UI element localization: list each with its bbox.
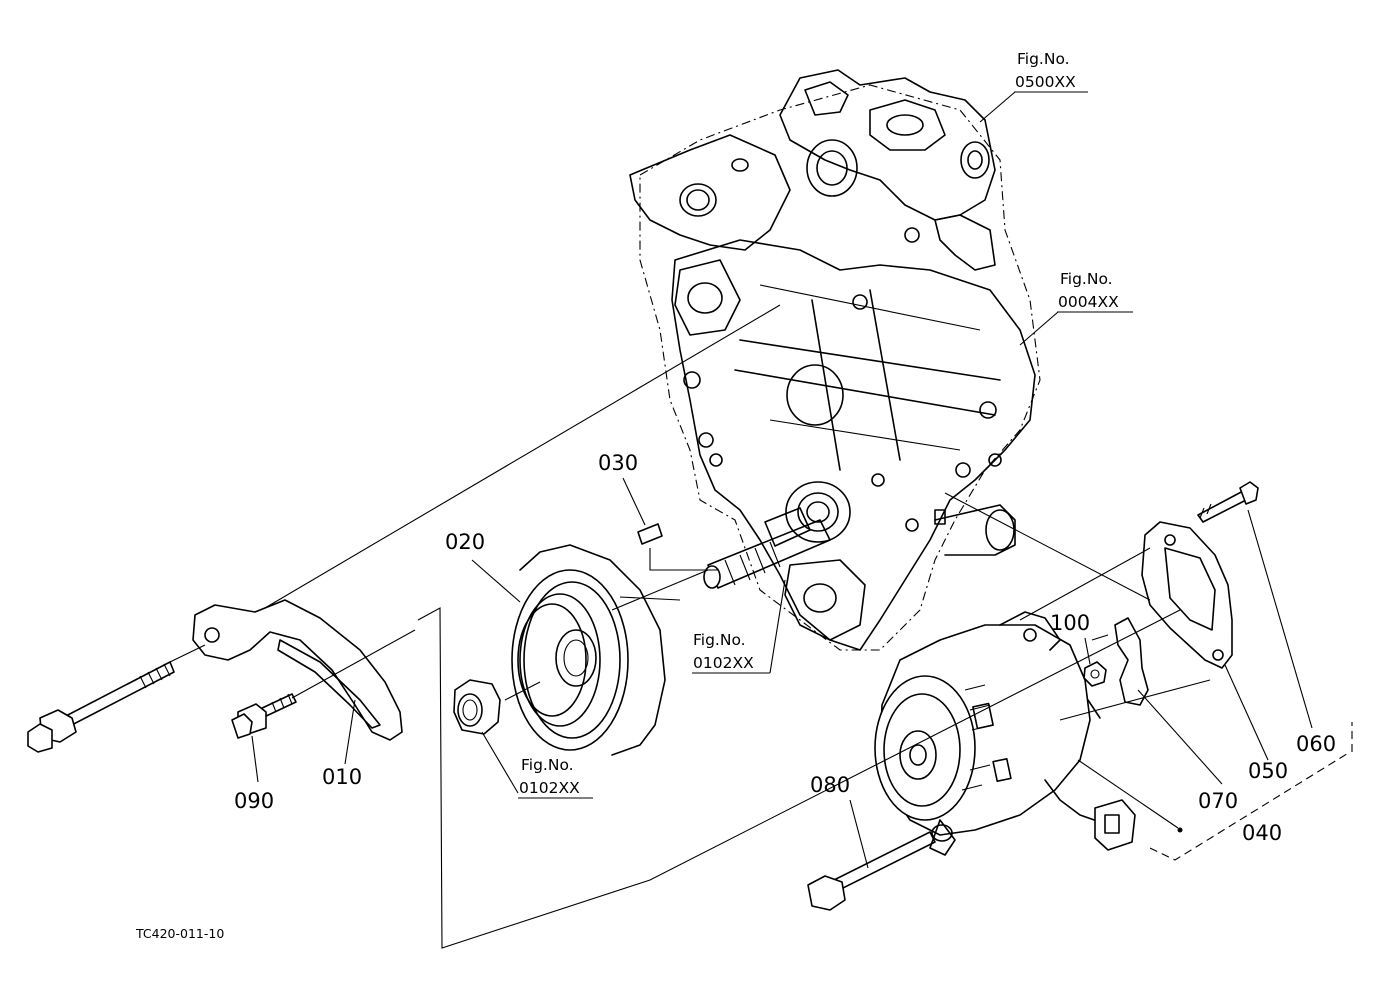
fig-ref-number: 0500XX xyxy=(1015,73,1076,91)
leader-lines xyxy=(169,91,1353,949)
flange-bolt-part xyxy=(231,693,297,739)
callout-010[interactable]: 010 xyxy=(322,765,362,789)
fig-ref-caption: Fig.No. xyxy=(693,631,746,649)
fig-ref-caption: Fig.No. xyxy=(1060,270,1113,288)
callout-020[interactable]: 020 xyxy=(445,530,485,554)
crankshaft-nose-drawing xyxy=(703,507,831,589)
adjusting-bracket-part xyxy=(192,599,403,741)
pulley-part xyxy=(511,544,681,756)
fig-ref-0102xx-crank[interactable]: Fig.No. 0102XX xyxy=(692,631,770,674)
fig-ref-0500xx[interactable]: Fig.No. 0500XX xyxy=(1014,50,1088,93)
alternator-stay-part xyxy=(1141,521,1233,669)
callout-090[interactable]: 090 xyxy=(234,789,274,813)
fig-ref-number: 0004XX xyxy=(1058,293,1119,311)
callout-040[interactable]: 040 xyxy=(1242,821,1282,845)
engine-block-drawing xyxy=(629,69,1041,651)
fig-ref-caption: Fig.No. xyxy=(521,756,574,774)
pulley-nut-part xyxy=(453,679,501,735)
callout-070[interactable]: 070 xyxy=(1198,789,1238,813)
long-bolt-part xyxy=(27,661,175,753)
callout-060[interactable]: 060 xyxy=(1296,732,1336,756)
fig-ref-0102xx-nut[interactable]: Fig.No. 0102XX xyxy=(518,756,593,799)
stay-bolt-part xyxy=(1197,481,1259,523)
key-part xyxy=(637,523,718,571)
drawing-code: TC420-011-10 xyxy=(135,926,224,941)
fig-ref-0004xx[interactable]: Fig.No. 0004XX xyxy=(1057,270,1133,313)
alternator-part xyxy=(874,611,1136,856)
fig-ref-number: 0102XX xyxy=(519,779,580,797)
fig-ref-number: 0102XX xyxy=(693,654,754,672)
fig-ref-caption: Fig.No. xyxy=(1017,50,1070,68)
callout-100[interactable]: 100 xyxy=(1050,611,1090,635)
fig-references: Fig.No. 0500XX Fig.No. 0004XX Fig.No. 01… xyxy=(518,50,1133,799)
part-callouts: 010 020 030 040 050 060 070 080 090 100 xyxy=(234,451,1336,845)
callout-080[interactable]: 080 xyxy=(810,773,850,797)
alternator-bolt-part xyxy=(807,831,936,911)
nut-part xyxy=(1083,661,1107,687)
callout-030[interactable]: 030 xyxy=(598,451,638,475)
callout-050[interactable]: 050 xyxy=(1248,759,1288,783)
terminal-plate-part xyxy=(1114,617,1149,706)
